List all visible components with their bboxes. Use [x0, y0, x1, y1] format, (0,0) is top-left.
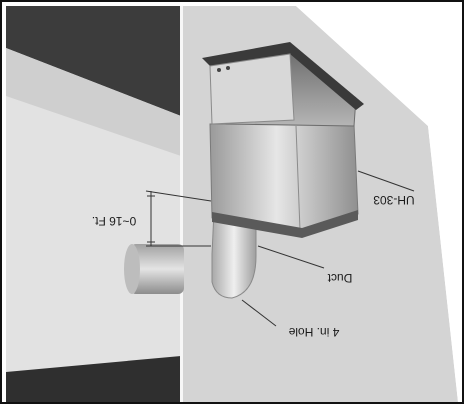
unit-seam	[295, 125, 301, 231]
screw-icon	[217, 68, 221, 72]
hole-label: 4 in. Hole	[288, 325, 339, 339]
pipe-end	[124, 244, 140, 294]
through-wall-pipe	[130, 244, 184, 294]
unit-front-panel	[209, 53, 295, 125]
model-label: UH-303	[373, 193, 415, 207]
unit-base-plate	[212, 210, 358, 238]
dark-ceiling-band	[6, 6, 181, 116]
duct-leader	[257, 245, 325, 269]
distance-dimension	[145, 190, 212, 247]
duct-label: Duct	[327, 271, 352, 285]
wall-divider	[180, 6, 183, 402]
model-leader	[357, 170, 415, 192]
screw-icon	[226, 66, 230, 70]
hole-leader	[241, 299, 277, 327]
duct-elbow	[211, 210, 257, 299]
floor-band	[6, 48, 181, 156]
right-wall-shade	[296, 6, 462, 402]
dark-floor-band	[6, 356, 181, 402]
distance-label: 0~16 Ft.	[92, 214, 136, 228]
unit-top-plate	[202, 42, 364, 110]
installation-diagram: 0~16 Ft. UH-303 Duct 4 in. Hole	[6, 6, 462, 402]
